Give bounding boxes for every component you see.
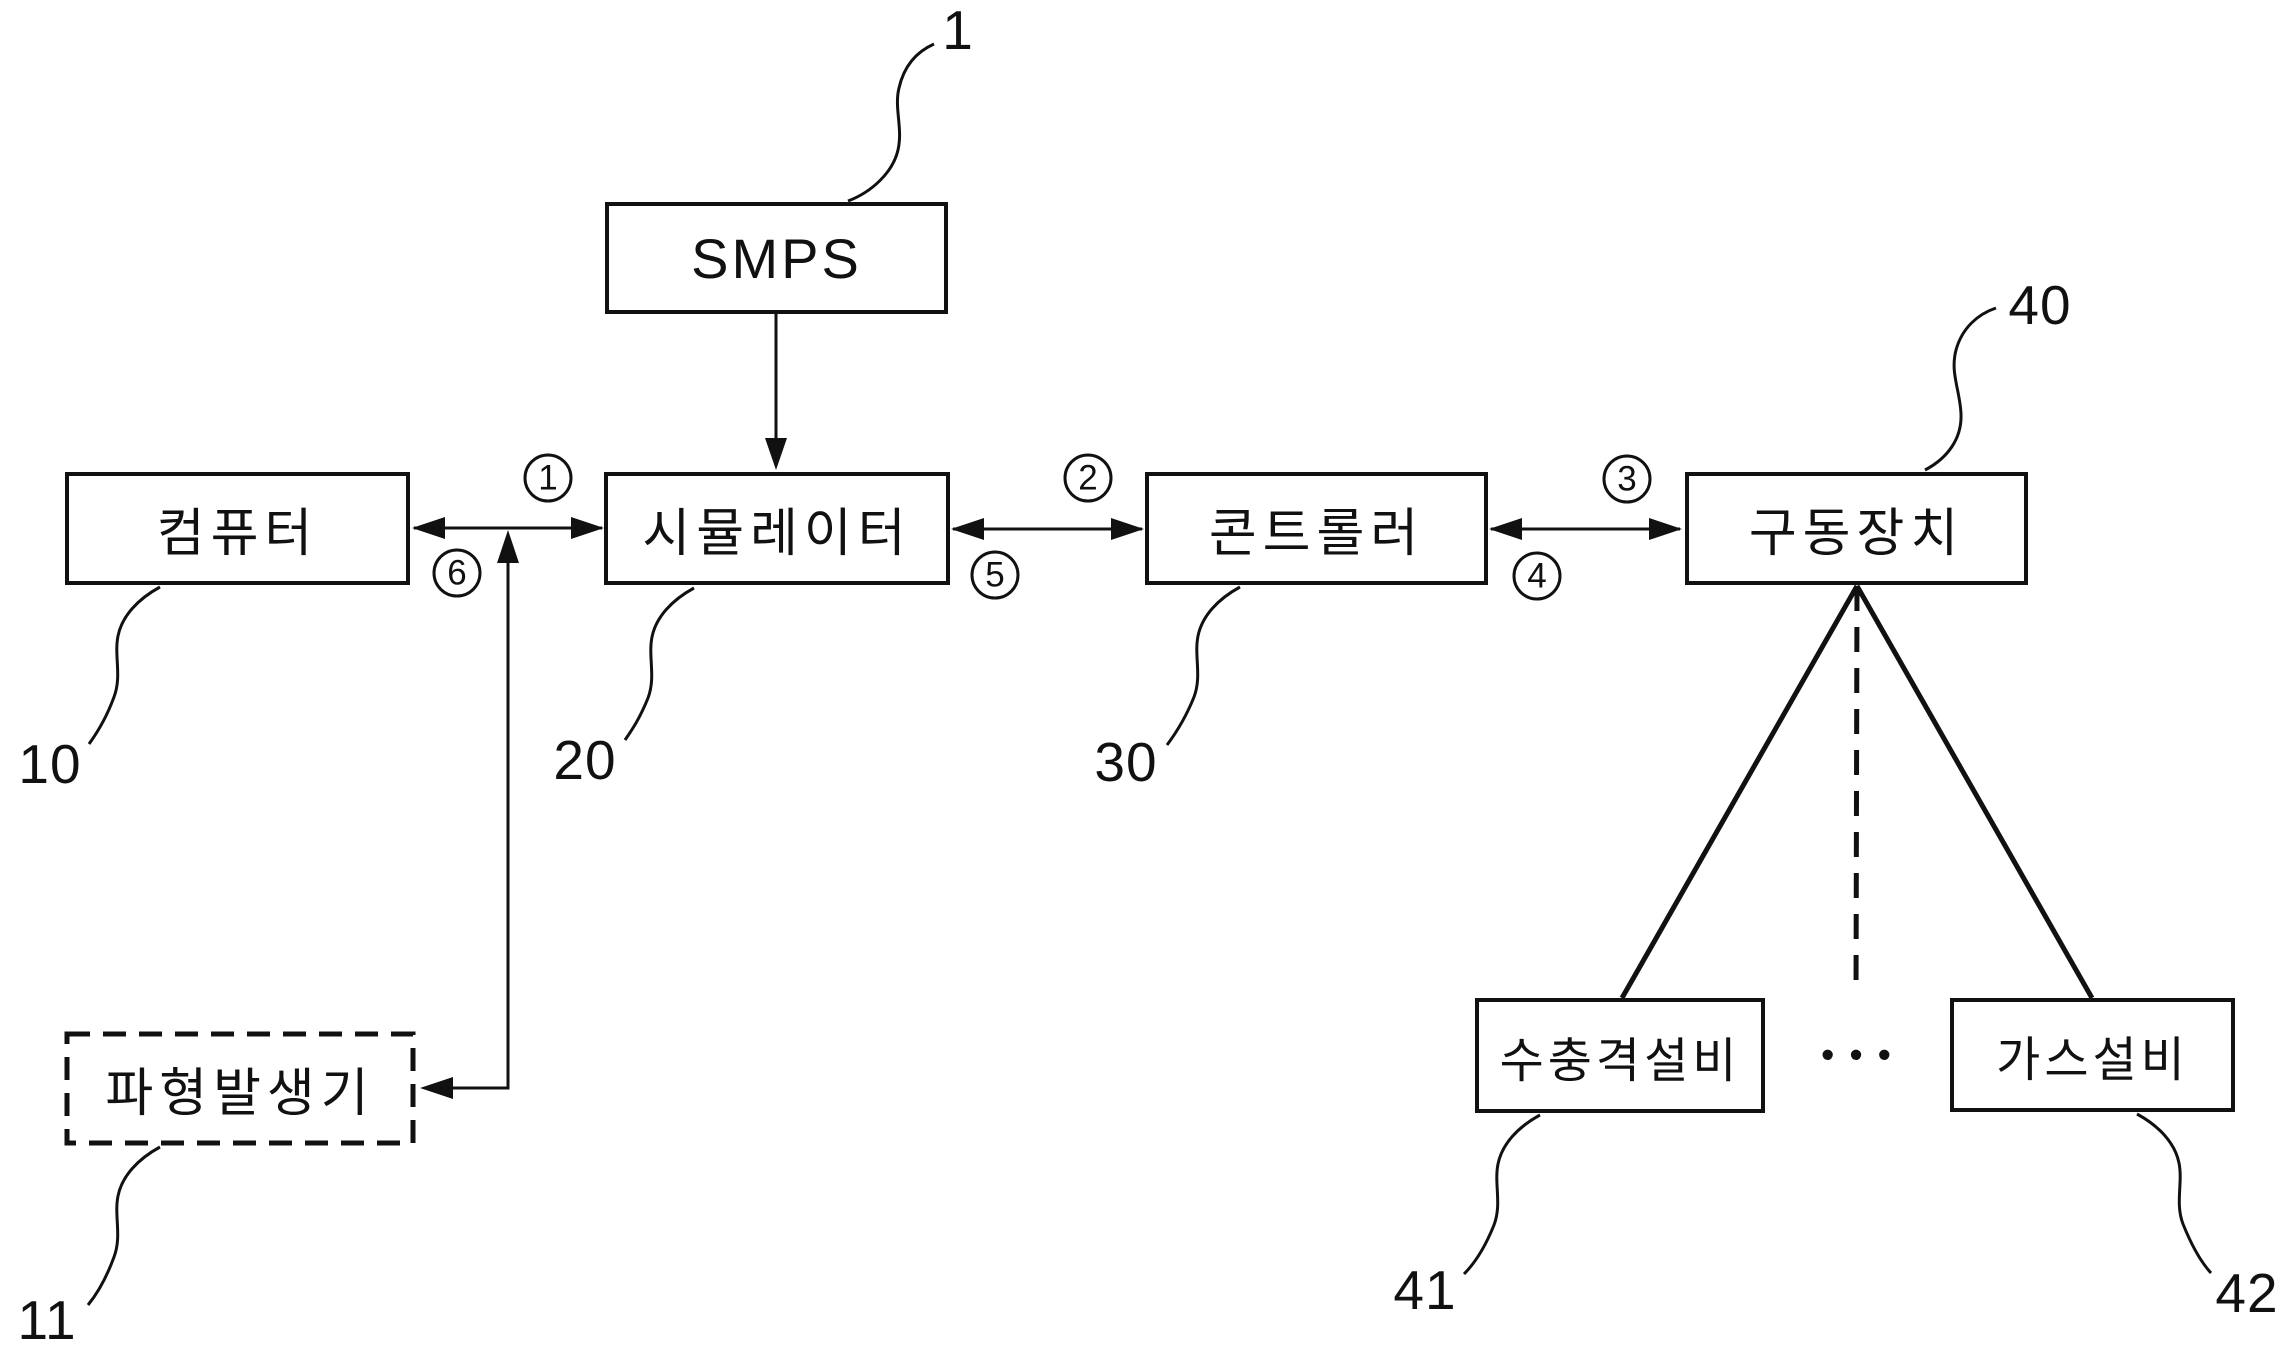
controller-label: 콘트롤러	[1208, 505, 1425, 563]
simulator-controller-arrow	[951, 518, 1144, 540]
water-hammer-box: 수충격설비	[1475, 998, 1765, 1113]
simulator-label: 시뮬레이터	[642, 505, 912, 563]
ref-leader-drive	[1924, 306, 1997, 472]
drive-to-water-hammer-line	[1619, 584, 1860, 1000]
ref-leader-water-hammer	[1462, 1113, 1541, 1276]
waveform-generator-label: 파형발생기	[105, 1065, 375, 1123]
ref-leader-smps	[847, 42, 935, 203]
waveform-generator-box: 파형발생기	[65, 1032, 415, 1145]
ref-leader-waveform	[86, 1145, 161, 1306]
step-circle-4: 4	[1512, 551, 1562, 601]
smps-label: SMPS	[691, 226, 862, 290]
waveform-feedback-connector	[420, 530, 519, 1099]
more-equipment-ellipsis: •••	[1821, 1034, 1906, 1077]
computer-simulator-arrow	[412, 517, 604, 539]
ref-label-simulator: 20	[553, 729, 617, 791]
step-circle-5: 5	[970, 550, 1020, 600]
waveform-generator-box-border	[64, 1031, 416, 1146]
step-circle-2: 2	[1063, 453, 1113, 503]
computer-label: 컴퓨터	[156, 505, 319, 563]
ref-leader-controller	[1165, 585, 1241, 746]
smps-to-simulator-arrow	[765, 314, 787, 470]
gas-box: 가스설비	[1950, 998, 2235, 1112]
ref-label-gas: 42	[2215, 1262, 2279, 1324]
ref-label-waveform: 11	[17, 1289, 77, 1351]
controller-box: 콘트롤러	[1145, 472, 1488, 585]
controller-drive-arrow	[1489, 518, 1682, 540]
ref-label-controller: 30	[1094, 731, 1158, 793]
gas-label: 가스설비	[1996, 1034, 2189, 1087]
smps-box: SMPS	[605, 202, 948, 314]
water-hammer-label: 수충격설비	[1499, 1034, 1741, 1088]
step-circle-1: 1	[523, 453, 573, 503]
ref-label-drive: 40	[2008, 274, 2072, 336]
drive-box: 구동장치	[1685, 472, 2028, 585]
drive-to-gas-line	[1854, 584, 2095, 1000]
drive-label: 구동장치	[1748, 505, 1965, 563]
ref-label-water-hammer: 41	[1393, 1259, 1457, 1321]
simulator-box: 시뮬레이터	[604, 472, 950, 585]
computer-box: 컴퓨터	[65, 472, 410, 585]
drive-to-more-equipment-dashed-line	[1853, 585, 1860, 997]
ref-leader-gas	[2136, 1112, 2213, 1275]
ref-label-computer: 10	[18, 733, 82, 795]
ref-label-smps: 1	[942, 0, 974, 61]
ref-leader-simulator	[623, 586, 695, 741]
step-circle-6: 6	[432, 548, 482, 598]
step-circle-3: 3	[1602, 454, 1652, 504]
ref-leader-computer	[87, 585, 161, 745]
